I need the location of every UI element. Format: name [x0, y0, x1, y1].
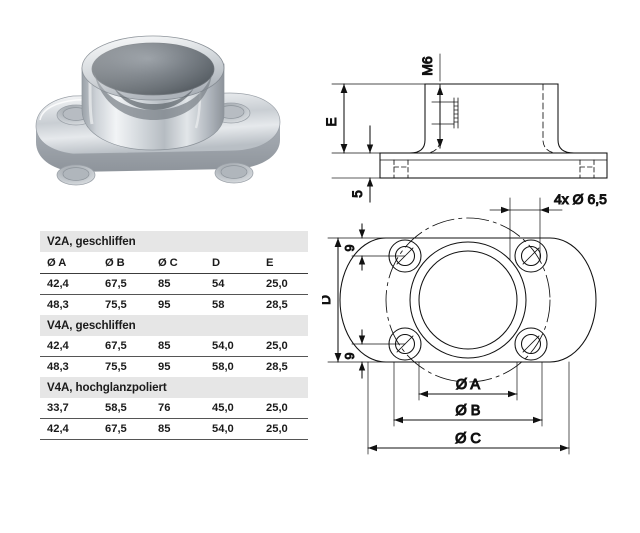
dimension-plate-thickness: 5 [349, 125, 374, 203]
column-header-dia-a: Ø A [40, 252, 98, 274]
cell-d: 54 [205, 273, 259, 295]
table-column-headers: Ø A Ø B Ø C D E [40, 252, 308, 274]
cell-dia-c: 95 [158, 361, 171, 373]
cell-dia-b: 75,5 [105, 361, 127, 373]
bolt-circle-centerline [385, 217, 551, 383]
table-row: 42,4 67,5 85 54,0 25,0 [40, 418, 308, 440]
cell-e: 28,5 [266, 361, 288, 373]
section-title: V4A, hochglanzpoliert [40, 377, 308, 398]
dimensions-table: V2A, geschliffen Ø A Ø B Ø C D E 42,4 67… [40, 231, 308, 440]
technical-drawing-side-view: E 5 [322, 36, 622, 206]
cell-e: 25,0 [259, 336, 308, 357]
column-header-dia-c: Ø C [151, 252, 205, 274]
hole-size-callout: 4x Ø 6,5 [489, 190, 608, 261]
section-title: V2A, geschliffen [40, 231, 308, 252]
table-section-header: V4A, geschliffen [40, 315, 308, 336]
cell-d: 58 [212, 299, 225, 311]
table-row: 48,3 75,5 95 58 28,5 [40, 295, 308, 316]
cell-e: 25,0 [259, 418, 308, 440]
dimension-e: E [323, 83, 348, 154]
mounting-hole-group [388, 239, 548, 361]
tube-boss-profile [409, 83, 575, 154]
cell-dia-b: 67,5 [98, 273, 151, 295]
table-section-header: V2A, geschliffen [40, 231, 308, 252]
cell-d: 58,0 [212, 361, 234, 373]
tube-boss [81, 35, 225, 151]
table-row: 33,7 58,5 76 45,0 25,0 [40, 398, 308, 419]
dimension-dia-a: Ø A [418, 361, 518, 401]
column-header-e: E [259, 252, 308, 274]
base-plate-profile [379, 152, 608, 179]
label-height-e: E [324, 117, 339, 126]
column-header-dia-b: Ø B [98, 252, 151, 274]
cell-dia-a: 42,4 [40, 336, 98, 357]
cell-dia-a: 33,7 [40, 398, 98, 419]
label-plate-thickness: 5 [350, 190, 365, 198]
dimension-d: D [322, 237, 387, 363]
product-photo-render [35, 35, 281, 186]
cell-dia-b: 58,5 [98, 398, 151, 419]
mounting-hole [514, 239, 548, 273]
label-hole-offset-bottom: 9 [343, 352, 357, 359]
cell-dia-c: 85 [151, 336, 205, 357]
cell-dia-a: 48,3 [47, 299, 69, 311]
label-hole-offset-top: 9 [343, 244, 357, 251]
cell-e: 25,0 [259, 398, 308, 419]
table-row: 48,3 75,5 95 58,0 28,5 [40, 357, 308, 378]
hidden-hole-details [393, 159, 595, 179]
cell-dia-b: 67,5 [98, 336, 151, 357]
cell-d: 45,0 [205, 398, 259, 419]
cell-dia-c: 85 [151, 418, 205, 440]
product-photo [18, 14, 318, 219]
dimension-hole-offset-bottom: 9 [342, 329, 406, 379]
section-title: V4A, geschliffen [40, 315, 308, 336]
cell-dia-b: 67,5 [98, 418, 151, 440]
dimension-dia-c: Ø C [367, 361, 570, 455]
spec-table: V2A, geschliffen Ø A Ø B Ø C D E 42,4 67… [40, 231, 308, 440]
table-section-header: V4A, hochglanzpoliert [40, 377, 308, 398]
cell-dia-b: 75,5 [105, 299, 127, 311]
cell-d: 54,0 [205, 336, 259, 357]
column-header-d: D [205, 252, 259, 274]
table-row: 42,4 67,5 85 54,0 25,0 [40, 336, 308, 357]
cell-dia-c: 85 [151, 273, 205, 295]
cell-dia-c: 76 [151, 398, 205, 419]
label-dia-b: Ø B [456, 403, 481, 419]
label-dia-c: Ø C [455, 431, 481, 447]
cell-dia-a: 42,4 [40, 418, 98, 440]
cell-dia-a: 42,4 [40, 273, 98, 295]
label-thread-m6: M6 [419, 56, 435, 76]
dimension-hole-offset-top: 9 [342, 223, 406, 271]
cell-dia-a: 48,3 [47, 361, 69, 373]
cell-d: 54,0 [205, 418, 259, 440]
table-row: 42,4 67,5 85 54 25,0 [40, 273, 308, 295]
cell-e: 25,0 [259, 273, 308, 295]
cell-e: 28,5 [266, 299, 288, 311]
thread-callout-m6: M6 [418, 53, 459, 149]
side-view-svg: E 5 [323, 53, 608, 203]
center-bore [409, 241, 527, 359]
label-width-d: D [322, 295, 333, 305]
cell-dia-c: 95 [158, 299, 171, 311]
label-dia-a: Ø A [456, 377, 481, 393]
dimension-dia-b: Ø B [393, 361, 543, 427]
mounting-hole [514, 327, 548, 361]
label-hole-callout: 4x Ø 6,5 [554, 191, 607, 207]
top-view-svg: 4x Ø 6,5 [322, 190, 608, 455]
flange-outline [339, 237, 597, 363]
technical-drawing-top-view: 4x Ø 6,5 [322, 186, 634, 468]
